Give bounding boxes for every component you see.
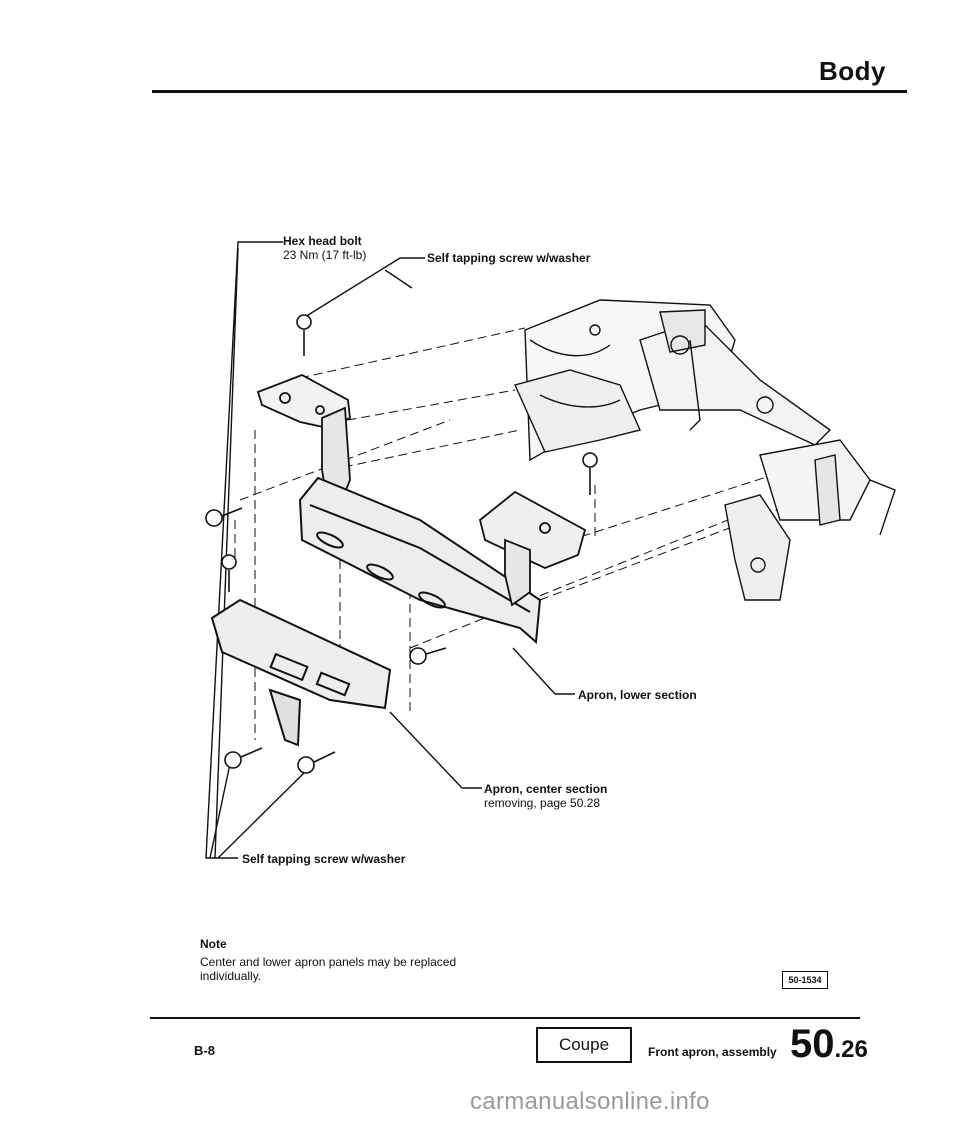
callout-apron-lower-section: Apron, lower section [578,688,697,702]
note-text: Center and lower apron panels may be rep… [200,955,457,983]
vehicle-body-structure [514,299,832,462]
repair-group-main: 50 [790,1022,835,1066]
callout-hex-head-bolt-label: Hex head bolt [283,234,362,248]
right-side-member [724,439,896,601]
callout-hex-head-bolt: Hex head bolt 23 Nm (17 ft-lb) [283,234,366,262]
callout-apron-center-section-ref: removing, page 50.28 [484,796,601,810]
apron-lower-section [298,476,542,645]
note-title: Note [200,937,227,951]
figure-number: 50-1534 [782,971,828,989]
callout-self-tapping-screw-top: Self tapping screw w/washer [427,251,591,265]
section-title: Front apron, assembly [648,1045,777,1059]
callout-apron-center-section-label: Apron, center section [484,782,608,796]
leader-lines [205,241,575,859]
footer-divider [150,1017,860,1019]
callout-hex-head-bolt-torque: 23 Nm (17 ft-lb) [283,248,367,262]
center-bracket [478,490,587,607]
model-badge: Coupe [536,1027,632,1063]
callout-apron-center-section: Apron, center section removing, page 50.… [484,782,607,810]
fasteners [205,314,598,774]
page-header-title: Body [819,56,886,86]
watermark: carmanualsonline.info [470,1088,710,1115]
repair-group-subgroup: .26 [834,1036,868,1063]
callout-self-tapping-screw-bottom: Self tapping screw w/washer [242,852,406,866]
page-number: B-8 [194,1043,215,1058]
apron-center-section [210,598,392,747]
repair-group-number: 50.26 [790,1022,868,1072]
header-divider [152,90,907,93]
